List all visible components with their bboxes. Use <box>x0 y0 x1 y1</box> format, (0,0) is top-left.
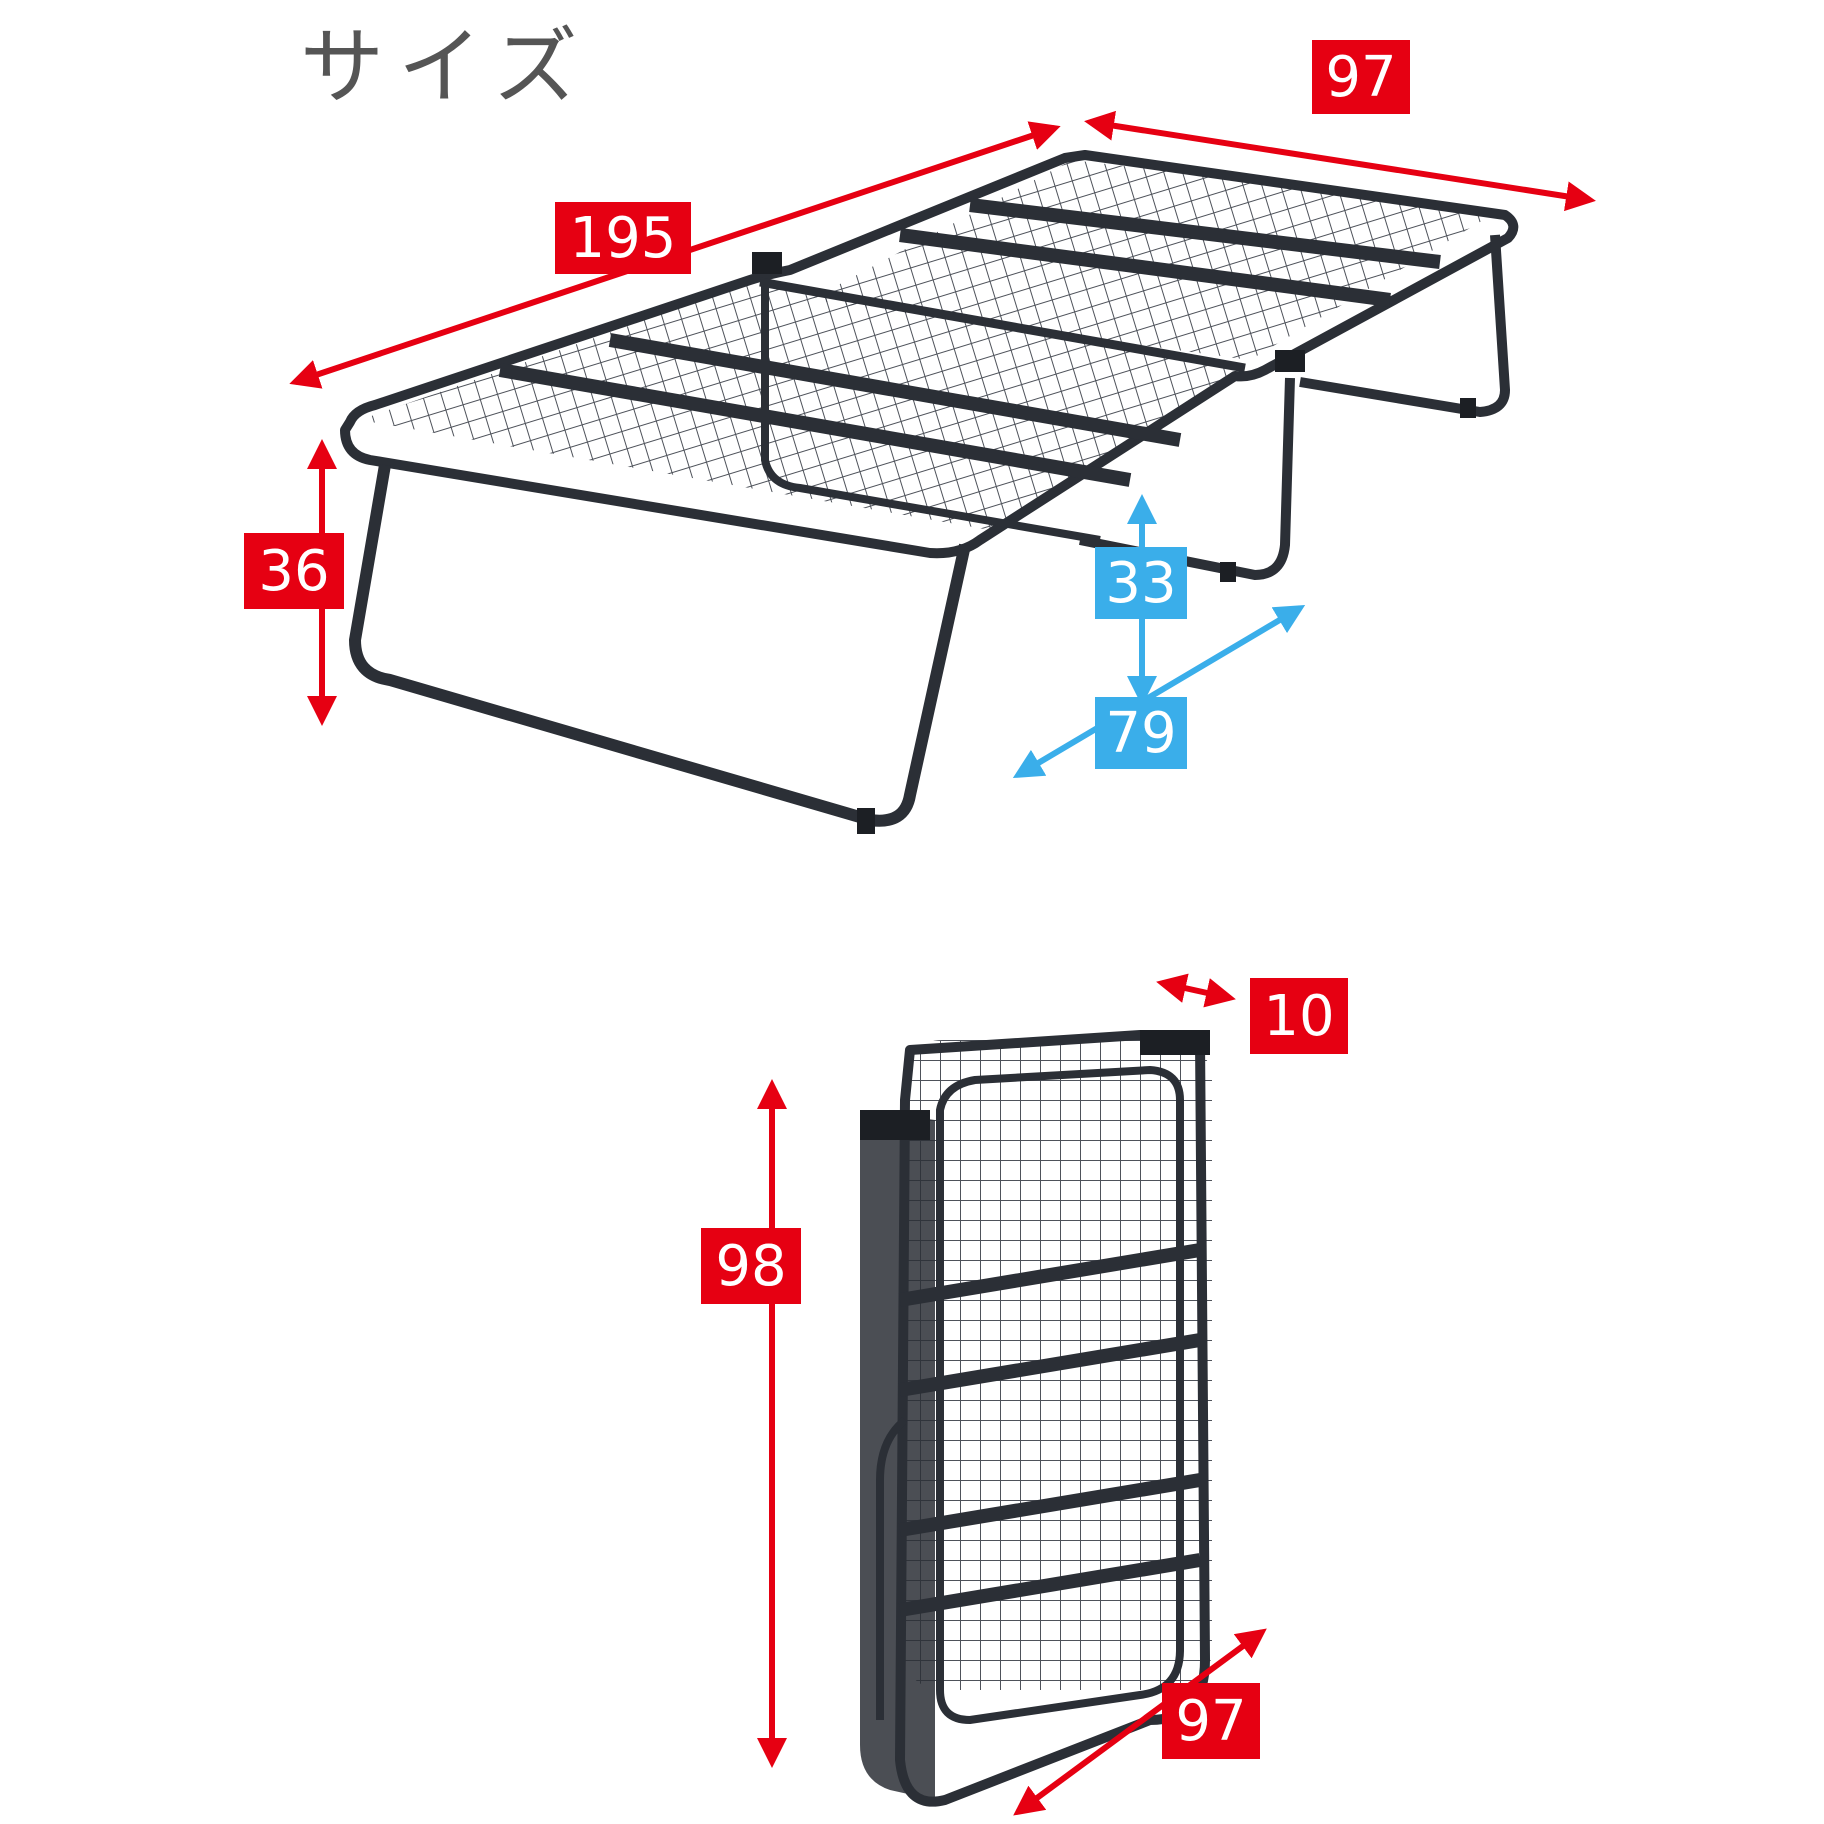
page-title: サイズ <box>300 18 592 116</box>
leg-cap <box>1460 398 1476 418</box>
length-label: 195 <box>555 202 691 274</box>
width-label: 97 <box>1312 40 1410 114</box>
width-arrow <box>1084 110 1596 212</box>
hinge-cap <box>752 252 782 274</box>
folded-thickness-arrow <box>1156 973 1236 1008</box>
leg-span-arrow <box>1012 604 1306 779</box>
folded-leg-loop <box>876 1416 908 1720</box>
hinge-cap <box>1275 350 1305 372</box>
bed-frame-unfolded <box>340 150 1519 834</box>
bed-frame-folded <box>860 1030 1212 1807</box>
folded-width-label: 97 <box>1162 1683 1260 1759</box>
folded-top-cap <box>1140 1030 1210 1055</box>
folded-support-4 <box>898 1553 1202 1617</box>
folded-width-arrow <box>1013 1628 1267 1816</box>
leg-cap <box>857 808 875 834</box>
leg-span-label: 79 <box>1095 697 1187 769</box>
folded-height-label: 98 <box>701 1228 801 1304</box>
inner-loop <box>761 280 1101 544</box>
folded-support-1 <box>898 1243 1202 1307</box>
folded-thickness-label: 10 <box>1250 978 1348 1054</box>
folded-top-cap <box>860 1110 930 1140</box>
folded-support-2 <box>898 1333 1202 1397</box>
clearance-label: 33 <box>1095 547 1187 619</box>
front-leg <box>349 463 971 827</box>
folded-support-3 <box>898 1473 1202 1537</box>
middle-leg <box>1079 377 1295 581</box>
height-label: 36 <box>244 533 344 609</box>
back-leg <box>1299 234 1511 418</box>
leg-cap <box>1220 562 1236 582</box>
